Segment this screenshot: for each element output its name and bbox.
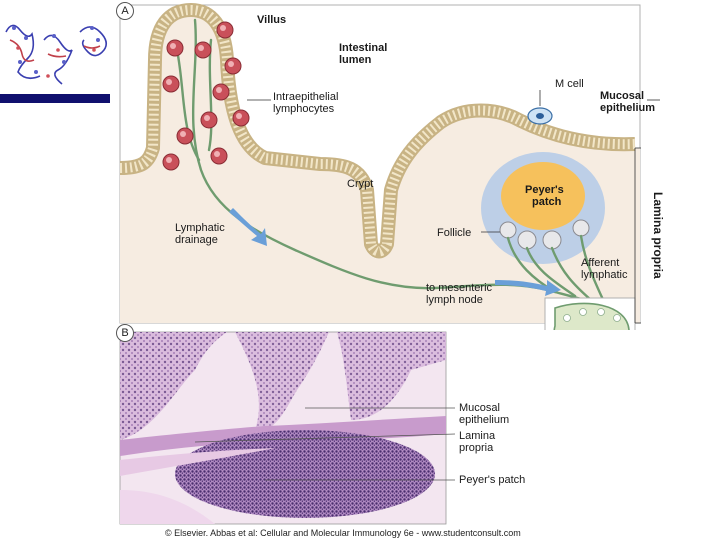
crypt-label: Crypt — [347, 178, 374, 190]
m-cell-label: M cell — [555, 78, 584, 90]
mesenteric-label-line2: lymph node — [426, 294, 483, 306]
peyers-patch-core — [501, 162, 585, 230]
intestinal-lumen-label-line2: lumen — [339, 54, 372, 66]
histology-lamina-propria-line2: propria — [459, 442, 494, 454]
navigation-bar — [0, 94, 110, 103]
intraepithelial-lymphocytes — [162, 21, 250, 171]
molecule-logo — [5, 24, 108, 85]
panel-b-histology — [119, 331, 456, 525]
lamina-propria-label: Lamina propria — [651, 192, 665, 279]
intraepithelial-label-line2: lymphocytes — [273, 103, 335, 115]
mesenteric-lymph-node — [553, 302, 630, 330]
follicle-label: Follicle — [437, 227, 472, 239]
afferent-lymphatic-label-line2: lymphatic — [581, 269, 628, 281]
histology-mucosal-epithelium-line2: epithelium — [459, 414, 510, 426]
mucosal-epithelium-label-line2: epithelium — [600, 102, 656, 114]
histology-peyers-patch-label: Peyer's patch — [459, 474, 526, 486]
histology-mucosal-epithelium-line1: Mucosal — [459, 402, 500, 414]
peyers-patch-label-line2: patch — [532, 196, 562, 208]
drainage-arrows — [229, 208, 561, 296]
afferent-lymphatic-label-line1: Afferent — [581, 257, 620, 269]
intestinal-lumen-label-line1: Intestinal — [339, 42, 388, 54]
mucosal-epithelium-label-line1: Mucosal — [600, 90, 645, 102]
lymphatic-drainage-label-line1: Lymphatic — [175, 222, 225, 234]
villus-label: Villus — [257, 14, 287, 26]
mesenteric-label-line1: to mesenteric — [426, 282, 493, 294]
peyers-patch-label-line1: Peyer's — [525, 184, 564, 196]
histology-lamina-propria-line1: Lamina — [459, 430, 496, 442]
panel-a-diagram — [119, 3, 660, 330]
figure-panels: A Villus Intestinal lumen Intraepithelia… — [115, 0, 675, 540]
panel-a-letter: A — [116, 2, 134, 20]
copyright-credit: © Elsevier. Abbas et al: Cellular and Mo… — [165, 528, 521, 538]
panel-b-letter: B — [116, 324, 134, 342]
intraepithelial-label-line1: Intraepithelial — [273, 91, 339, 103]
lymphatic-drainage-label-line2: drainage — [175, 234, 218, 246]
